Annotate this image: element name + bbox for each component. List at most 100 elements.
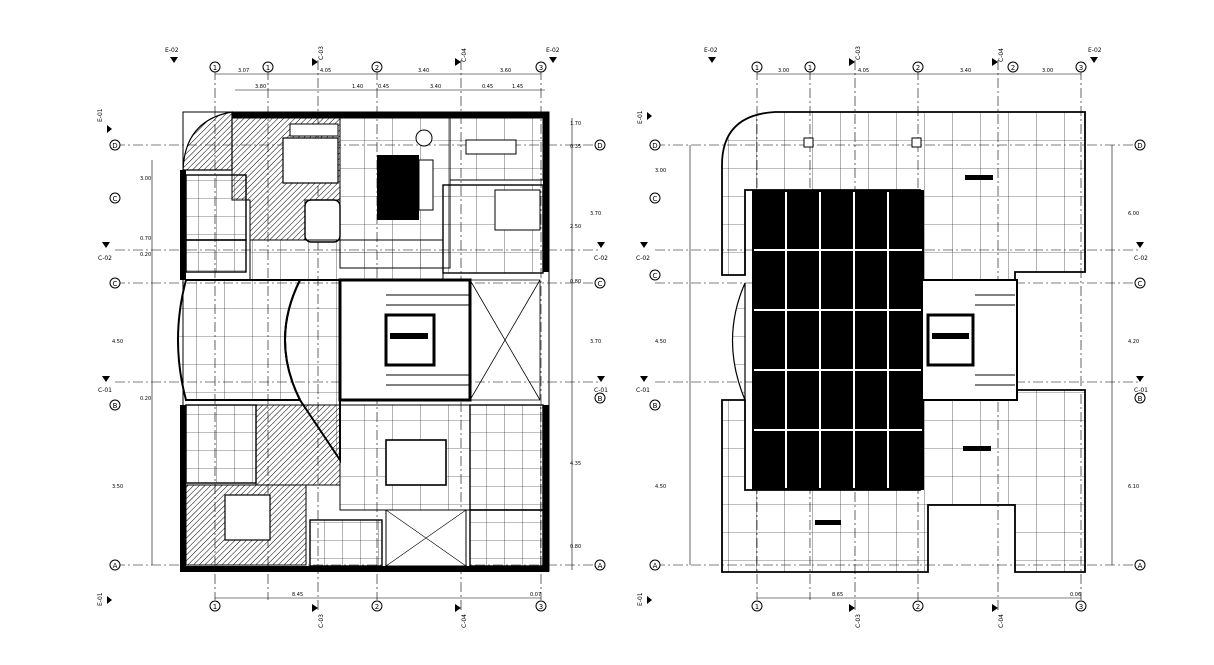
right-right-dims: 6.00 4.20 6.10 — [1111, 145, 1139, 565]
dim-label: 0.35 — [570, 144, 581, 150]
section-label: E-02 — [1088, 47, 1102, 54]
dim-label: 0.45 — [378, 84, 389, 90]
axis-label: A — [598, 562, 603, 570]
dim-label: 0.80 — [570, 544, 581, 550]
axis-label: 1 — [213, 603, 217, 611]
section-label: C-04 — [461, 48, 468, 62]
axis-label: C — [653, 272, 658, 280]
dim-label: 6.10 — [1128, 484, 1139, 490]
section-label: C-02 — [98, 255, 112, 262]
bed-sw — [224, 494, 271, 541]
right-left-dims: 3.00 4.50 4.50 — [655, 145, 691, 565]
dim-label: 3.70 — [590, 211, 601, 217]
bath-sw — [185, 404, 257, 484]
drain — [911, 137, 922, 148]
drain — [803, 137, 814, 148]
section-label: E-01 — [637, 592, 644, 606]
section-label: C-01 — [1134, 387, 1148, 394]
dim-label: 0.20 — [140, 252, 151, 258]
dim-label: 3.00 — [778, 68, 789, 74]
axis-label: 1 — [755, 603, 759, 611]
closet-nw — [304, 199, 341, 243]
dim-label: 3.40 — [418, 68, 429, 74]
floor-plan-left — [115, 60, 600, 610]
section-label: C-02 — [1134, 255, 1148, 262]
dim-label: 8.65 — [832, 592, 843, 598]
left-row-bubbles: D C C B A D C B A — [109, 139, 606, 571]
dim-label: 8.45 — [292, 592, 303, 598]
section-label: C-04 — [461, 614, 468, 628]
dim-label: 4.05 — [858, 68, 869, 74]
bath-nw — [185, 174, 247, 241]
right-section-marks: E-02 E-02 E-01 E-01 C-02 C-02 C-01 C-01 … — [636, 46, 1148, 628]
axis-label: 3 — [539, 64, 543, 72]
axis-label: D — [597, 142, 602, 150]
axis-label: 1 — [755, 64, 759, 72]
right-column-bubbles: 1 1 2 2 3 1 2 3 — [751, 61, 1087, 612]
axis-label: B — [653, 402, 658, 410]
lobby-bench — [385, 439, 447, 486]
section-label: C-01 — [98, 387, 112, 394]
dim-label: 1.40 — [352, 84, 363, 90]
dim-label: 4.50 — [655, 484, 666, 490]
section-label: C-03 — [855, 46, 862, 60]
sofa — [418, 159, 434, 211]
section-label: C-03 — [318, 614, 325, 628]
bed-nw — [282, 137, 339, 184]
axis-label: 2 — [375, 603, 379, 611]
section-label: E-01 — [97, 108, 104, 122]
kitchen-counter — [494, 189, 541, 231]
section-label: C-03 — [318, 46, 325, 60]
axis-label: D — [652, 142, 657, 150]
dim-label: 3.00 — [1042, 68, 1053, 74]
dim-label: 3.60 — [500, 68, 511, 74]
axis-label: 1 — [808, 64, 812, 72]
axis-label: C — [653, 195, 658, 203]
section-label: C-01 — [636, 387, 650, 394]
dim-label: 0.07 — [530, 592, 541, 598]
utility-se — [469, 509, 544, 567]
axis-label: 3 — [1079, 603, 1083, 611]
dining-table — [465, 139, 517, 155]
axis-label: C — [598, 280, 603, 288]
dim-label: 3.40 — [430, 84, 441, 90]
axis-label: A — [653, 562, 658, 570]
axis-label: 2 — [916, 64, 920, 72]
dim-label: 3.40 — [960, 68, 971, 74]
axis-label: 2 — [375, 64, 379, 72]
roof-outline-top — [721, 111, 1086, 281]
dim-label: 4.35 — [570, 461, 581, 467]
dim-label: 4.50 — [112, 339, 123, 345]
skylight-block — [752, 190, 924, 490]
roof-curve-west — [731, 282, 746, 401]
axis-label: 3 — [539, 603, 543, 611]
dim-label: 4.05 — [320, 68, 331, 74]
stair-core-right — [921, 279, 1018, 401]
left-left-dims: 3.00 0.70 0.20 4.50 0.20 3.50 — [112, 160, 153, 565]
dim-label: 4.20 — [1128, 339, 1139, 345]
section-label: E-01 — [97, 592, 104, 606]
roof-mark — [815, 520, 841, 525]
central-hall — [249, 239, 444, 281]
dim-label: 6.00 — [1128, 211, 1139, 217]
roof-mark — [965, 175, 993, 180]
axis-label: D — [112, 142, 117, 150]
void-right — [469, 279, 541, 401]
axis-label: C — [113, 195, 118, 203]
dim-label: 1.45 — [512, 84, 523, 90]
section-label: C-04 — [998, 614, 1005, 628]
dim-label: 4.50 — [655, 339, 666, 345]
wardrobe-nw — [289, 123, 339, 137]
axis-label: 2 — [1011, 64, 1015, 72]
right-top-dims: 3.00 4.05 3.40 3.00 — [757, 68, 1081, 75]
left-column-bubbles: 1 1 2 3 1 2 3 — [209, 61, 547, 612]
section-label: E-01 — [637, 110, 644, 124]
stair-core — [338, 278, 472, 402]
axis-label: A — [113, 562, 118, 570]
dim-label: 0.80 — [570, 279, 581, 285]
corridor-hatch — [255, 404, 341, 486]
dim-label: 3.70 — [590, 339, 601, 345]
dim-label: 3.50 — [112, 484, 123, 490]
